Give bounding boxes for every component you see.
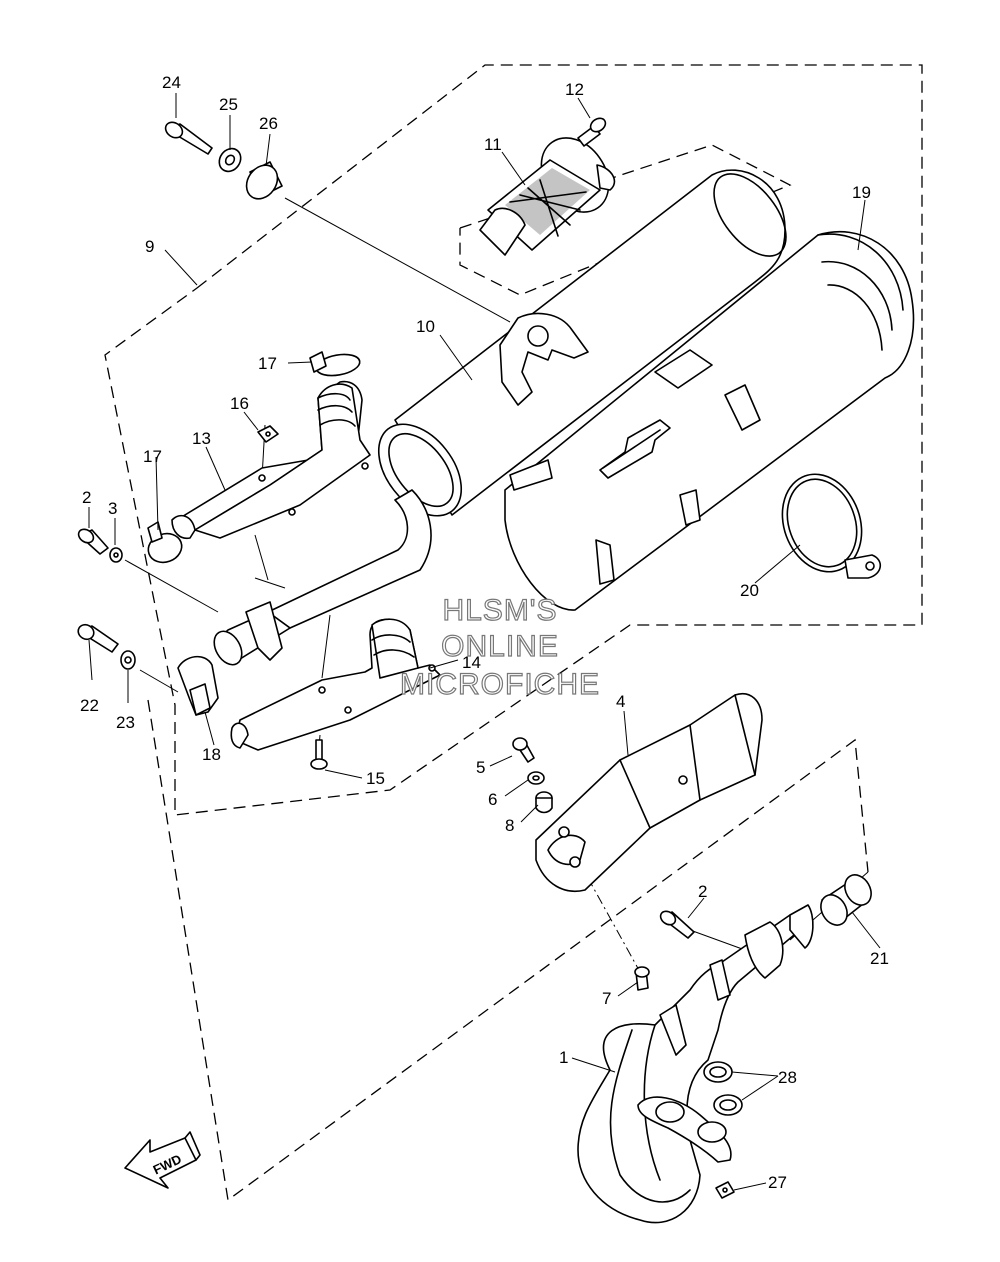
nut-16 — [257, 425, 279, 443]
washer-6 — [527, 771, 545, 785]
callout-25: 25 — [219, 95, 238, 114]
group-outline-exhaust-pipe — [147, 699, 869, 1202]
washer-23 — [120, 650, 136, 670]
callout-24: 24 — [162, 73, 181, 92]
bolt-24 — [164, 121, 213, 155]
bolt-2-lower — [659, 910, 695, 939]
callout-4: 4 — [616, 692, 625, 711]
callout-2-upper: 2 — [82, 488, 91, 507]
callout-2-lower: 2 — [698, 882, 707, 901]
callout-16: 16 — [230, 394, 249, 413]
callout-27: 27 — [768, 1173, 787, 1192]
bolt-2-upper — [77, 528, 109, 555]
callout-9: 9 — [145, 237, 154, 256]
callout-22: 22 — [80, 696, 99, 715]
callout-18: 18 — [202, 745, 221, 764]
callout-10: 10 — [416, 317, 435, 336]
protector-14 — [230, 618, 441, 751]
clamp-18 — [177, 655, 219, 716]
callout-3: 3 — [108, 499, 117, 518]
watermark-line-3: MICROFICHE — [400, 668, 600, 701]
callout-11: 11 — [484, 135, 502, 154]
callout-28: 28 — [778, 1068, 797, 1087]
exhaust-pipe-1 — [577, 904, 814, 1224]
clamp-17-lower — [147, 521, 183, 564]
callout-leaders — [88, 93, 881, 1191]
watermark-line-2: ONLINE — [441, 630, 559, 663]
bolt-7 — [634, 966, 650, 991]
fwd-arrow-icon: FWD — [124, 1131, 201, 1189]
callout-7: 7 — [602, 989, 611, 1008]
watermark: HLSM'S ONLINE MICROFICHE — [399, 593, 600, 701]
gaskets-28 — [703, 1061, 743, 1116]
clamp-17-upper — [309, 351, 361, 377]
callout-20: 20 — [740, 581, 759, 600]
callout-23: 23 — [116, 713, 135, 732]
muffler-assembly-10 — [213, 169, 787, 666]
callout-13: 13 — [192, 429, 211, 448]
protector-13 — [171, 380, 371, 540]
gasket-21 — [820, 874, 872, 926]
protector-4 — [535, 693, 763, 892]
bolt-5 — [512, 737, 535, 763]
screw-15 — [310, 739, 328, 770]
callout-5: 5 — [476, 758, 485, 777]
assembly-lines — [124, 197, 869, 973]
spark-arrester-11 — [479, 137, 616, 256]
band-clamp-20 — [781, 473, 881, 579]
collar-8 — [535, 791, 553, 814]
callout-17-lower: 17 — [143, 447, 162, 466]
callout-19: 19 — [852, 183, 871, 202]
collar-26 — [245, 161, 283, 200]
nut-27 — [715, 1181, 735, 1199]
callout-6: 6 — [488, 790, 497, 809]
callout-26: 26 — [259, 114, 278, 133]
callout-17-upper: 17 — [258, 354, 277, 373]
callout-numbers: 24 25 26 12 11 19 9 10 17 16 13 17 2 3 2… — [80, 73, 889, 1192]
watermark-line-1: HLSM'S — [442, 594, 557, 627]
callout-21: 21 — [870, 949, 889, 968]
callout-8: 8 — [505, 816, 514, 835]
callout-1: 1 — [559, 1048, 568, 1067]
callout-14: 14 — [462, 653, 481, 672]
bolt-12 — [577, 117, 607, 147]
washer-3 — [109, 547, 123, 563]
callout-15: 15 — [366, 769, 385, 788]
bolt-22 — [77, 623, 119, 653]
washer-25 — [218, 147, 242, 173]
callout-12: 12 — [565, 80, 584, 99]
muffler-cover-19 — [504, 230, 915, 611]
